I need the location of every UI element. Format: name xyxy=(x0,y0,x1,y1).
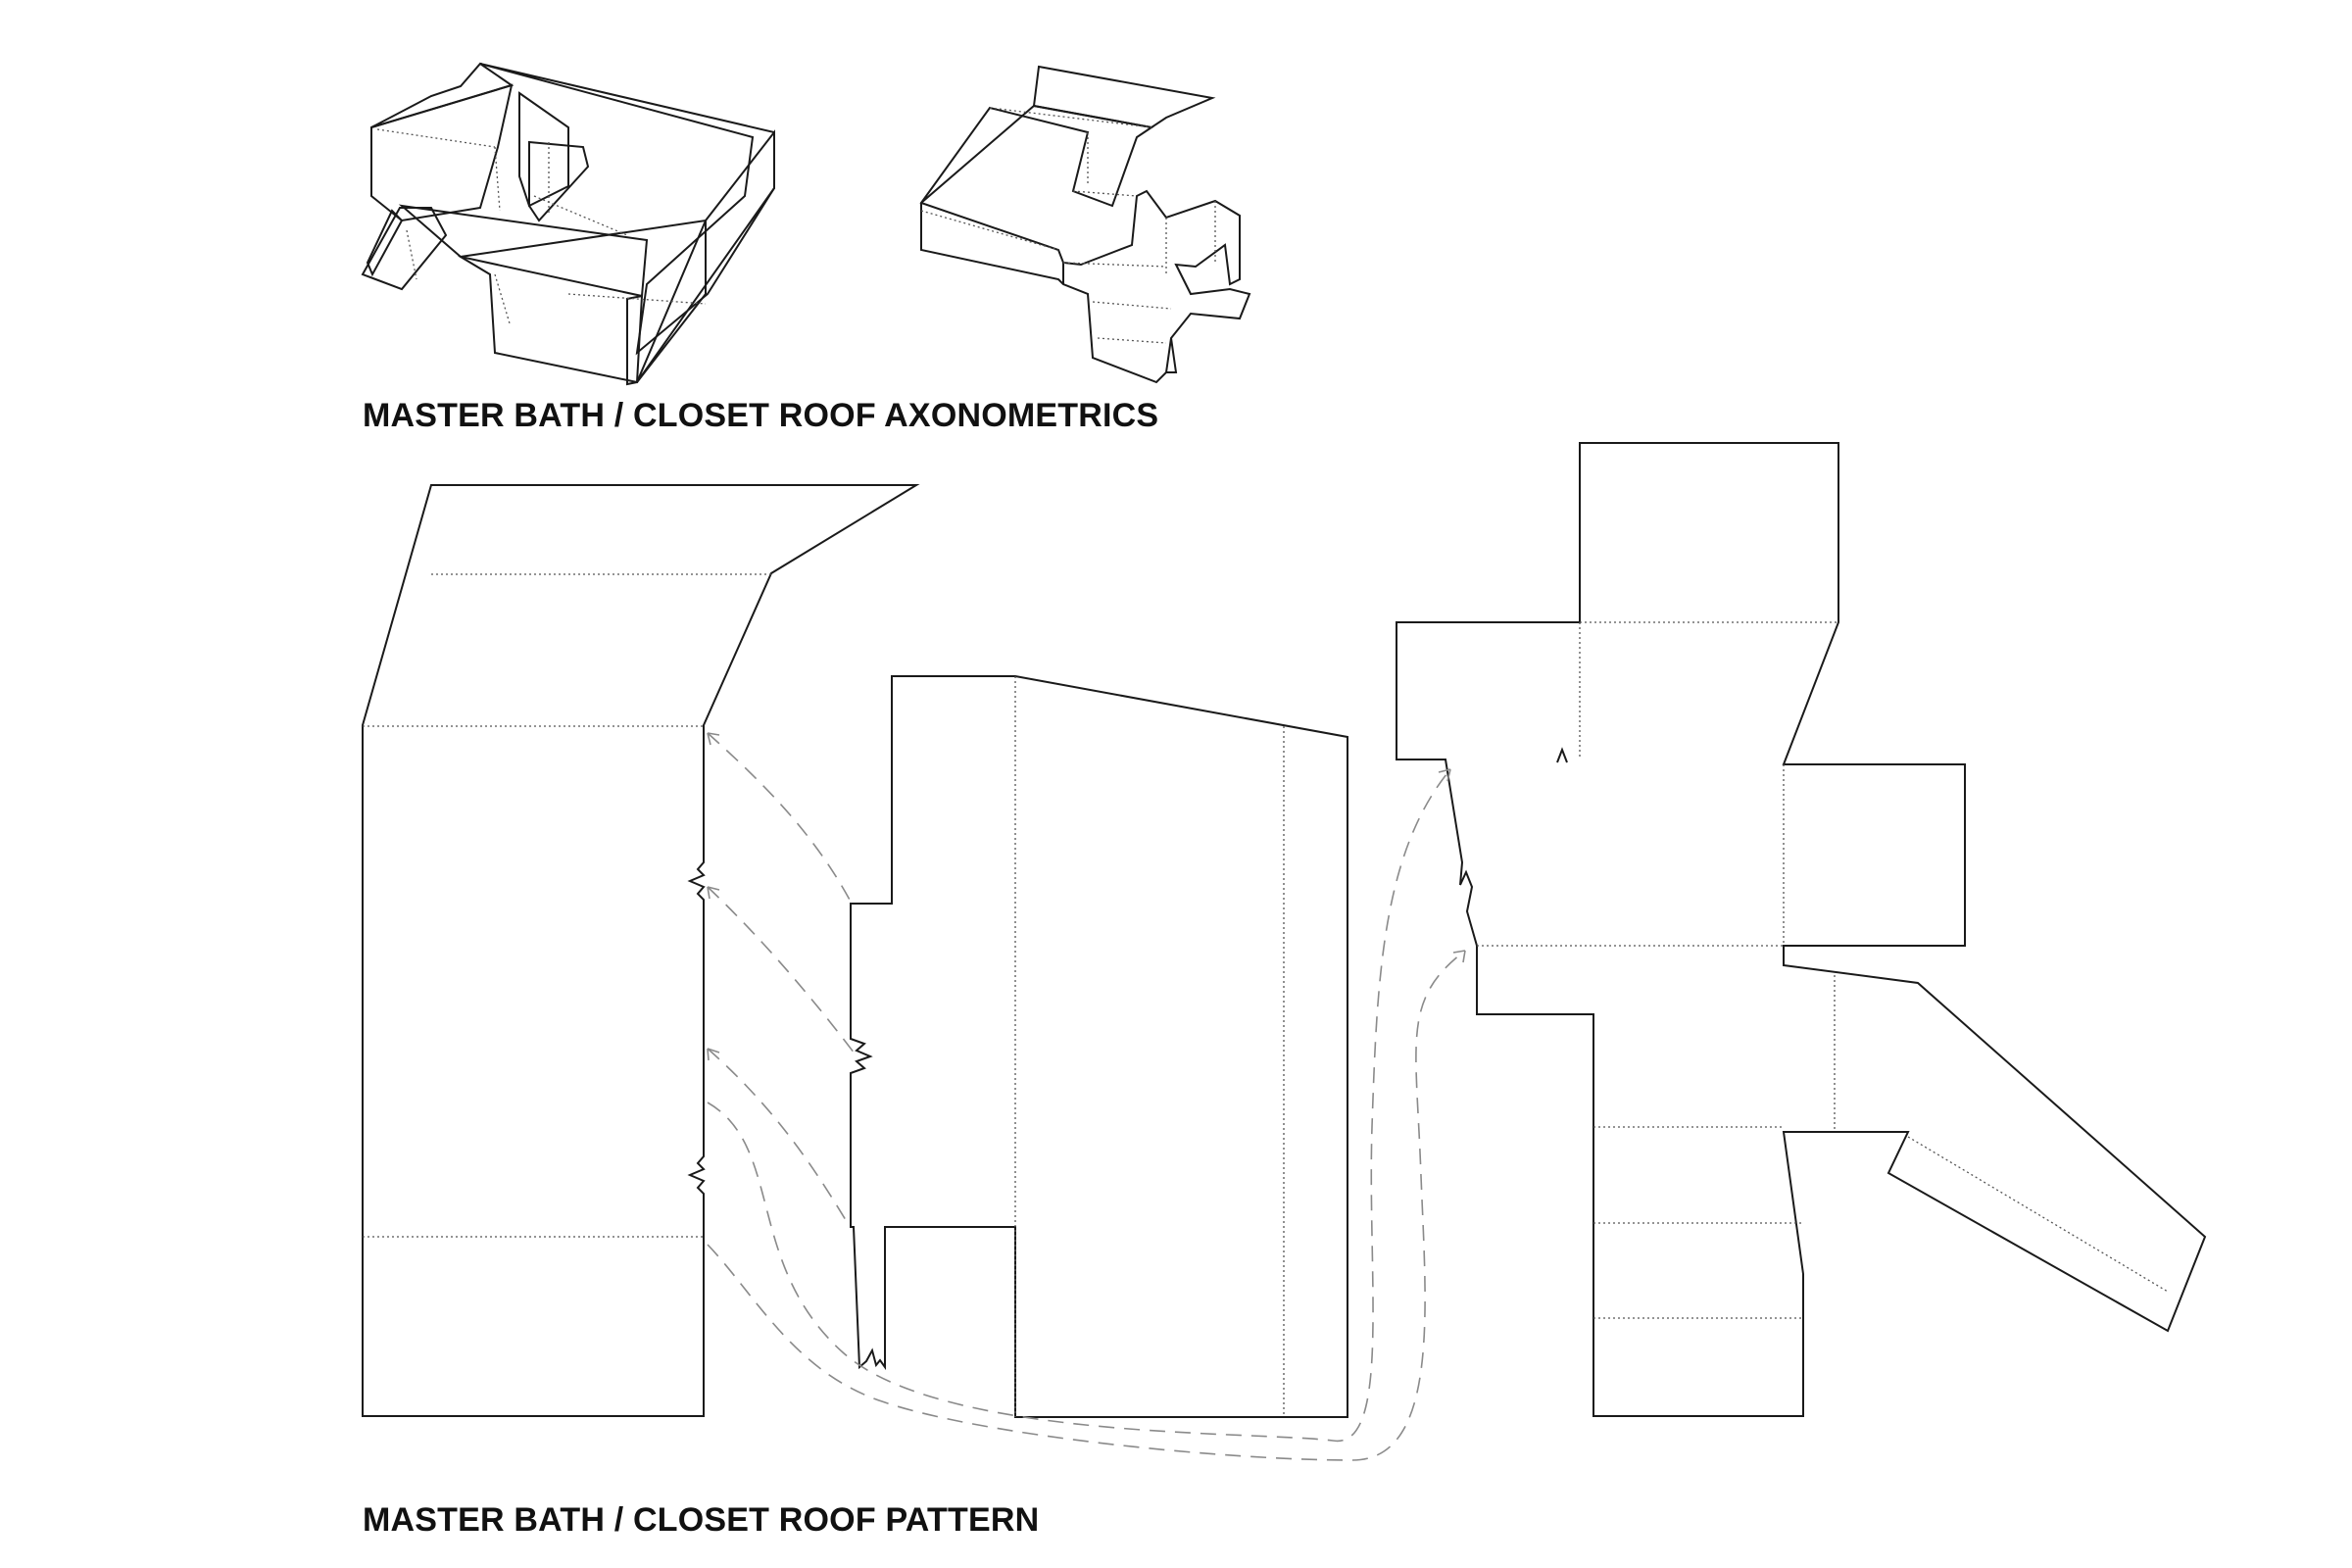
axon-2-fold-lines xyxy=(920,107,1216,344)
left-piece-outline xyxy=(362,484,920,1417)
pattern-caption: MASTER BATH / CLOSET ROOF PATTERN xyxy=(363,1501,1040,1539)
pattern-piece-left xyxy=(362,484,920,1417)
pattern-piece-middle xyxy=(850,675,1348,1418)
axon-1-solid-edges xyxy=(361,62,775,386)
axon-1-upper-flap xyxy=(370,62,514,128)
right-piece-outline xyxy=(1396,442,2207,1417)
middle-piece-outline xyxy=(850,675,1348,1418)
axonometric-master-bath xyxy=(361,62,775,386)
axonometric-closet xyxy=(919,65,1251,384)
pattern-piece-right xyxy=(1396,442,2207,1417)
assembly-arrows xyxy=(707,732,1466,1461)
axon-1-fold-lines xyxy=(376,128,707,324)
axon-2-solid-edges xyxy=(919,65,1251,384)
axonometrics-caption: MASTER BATH / CLOSET ROOF AXONOMETRICS xyxy=(363,397,1159,434)
